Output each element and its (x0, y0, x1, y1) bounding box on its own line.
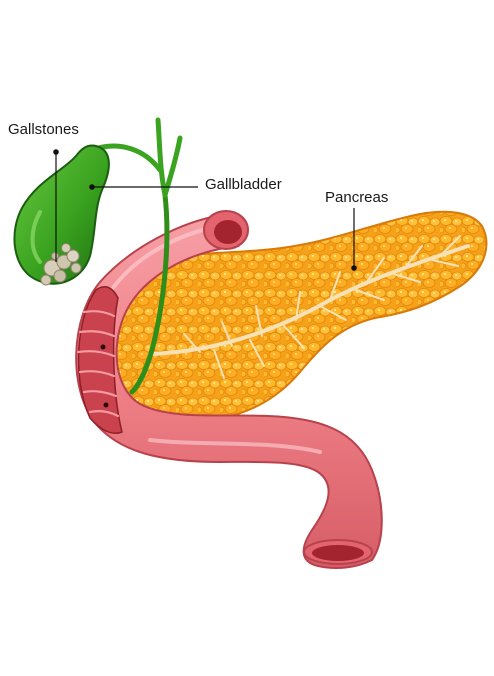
gallstones (40, 243, 82, 286)
gallstones-label: Gallstones (8, 121, 79, 138)
pancreatic-duct (148, 235, 470, 379)
gallbladder-label: Gallbladder (205, 176, 282, 193)
common-bile-duct (129, 192, 170, 395)
duodenum (75, 210, 383, 569)
pancreas-leader-dot (351, 265, 357, 271)
gallbladder-leader-dot (89, 184, 95, 190)
pancreas-label: Pancreas (325, 189, 389, 206)
leader-lines (53, 149, 357, 271)
gallstones-leader-dot (53, 149, 59, 155)
gallbladder (13, 144, 110, 285)
